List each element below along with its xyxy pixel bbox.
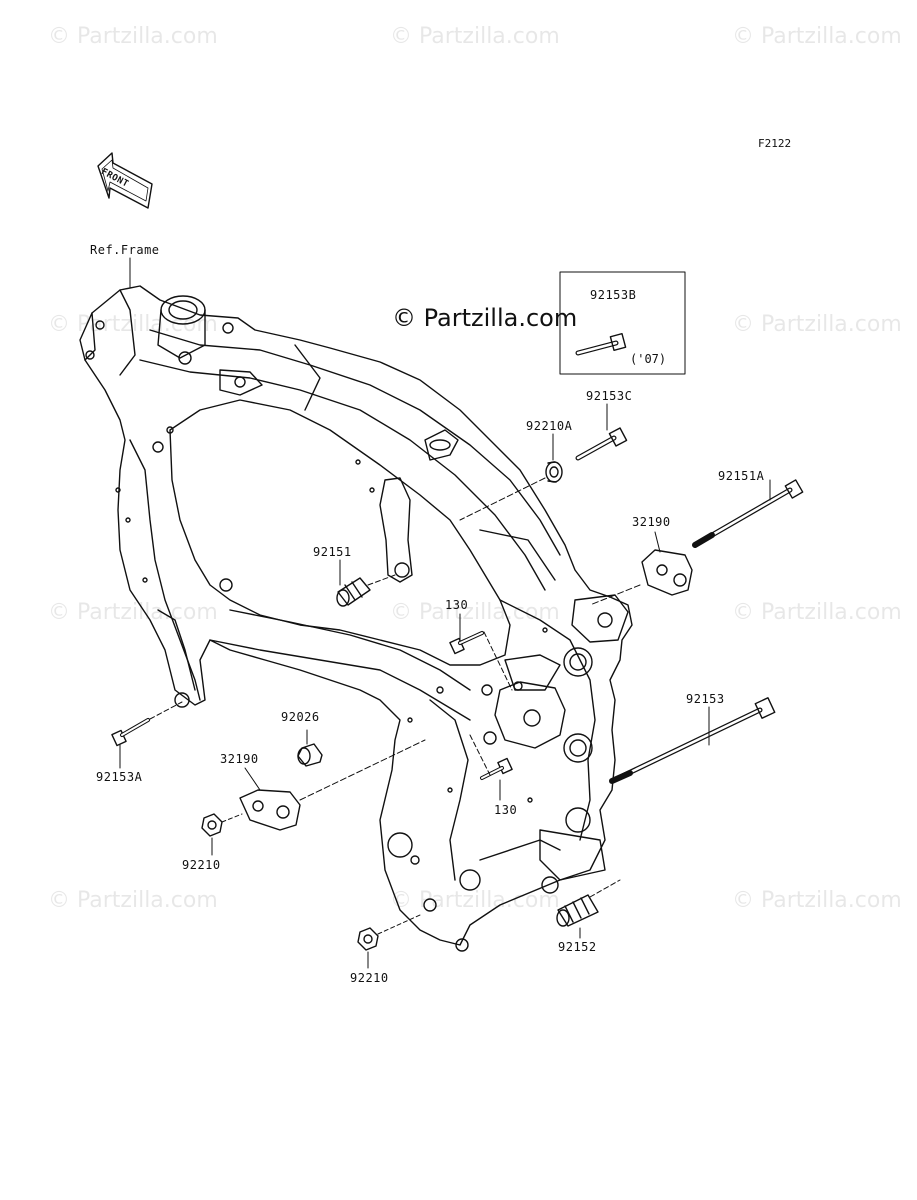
watermark: © Partzilla.com bbox=[48, 600, 218, 625]
part-label-92153C: 92153C bbox=[586, 389, 633, 403]
watermark: © Partzilla.com bbox=[390, 600, 560, 625]
watermark: © Partzilla.com bbox=[732, 24, 902, 49]
part-label-92153: 92153 bbox=[686, 692, 725, 706]
inset-year-note: ('07) bbox=[630, 352, 667, 366]
watermark: © Partzilla.com bbox=[48, 24, 218, 49]
part-label-92152: 92152 bbox=[558, 940, 597, 954]
adjuster-92151-icon bbox=[336, 577, 371, 607]
adjuster-92152-icon bbox=[556, 894, 599, 927]
part-label-92153B: 92153B bbox=[590, 288, 637, 302]
part-label-130-bottom: 130 bbox=[494, 803, 518, 817]
part-label-92210-bottom: 92210 bbox=[350, 971, 389, 985]
bracket-32190-left-icon bbox=[239, 789, 301, 831]
ref-frame-label: Ref.Frame bbox=[90, 243, 160, 257]
part-label-92026: 92026 bbox=[281, 710, 320, 724]
bolt-92153-icon bbox=[609, 697, 776, 784]
collar-92026-icon bbox=[297, 743, 323, 767]
bolt-92153C-icon bbox=[575, 427, 628, 461]
watermark-primary: © Partzilla.com bbox=[392, 304, 578, 332]
part-label-92153A: 92153A bbox=[96, 770, 143, 784]
bolt-130-top-icon bbox=[449, 631, 484, 655]
part-label-92151A: 92151A bbox=[718, 469, 765, 483]
part-label-32190-right: 32190 bbox=[632, 515, 671, 529]
watermark: © Partzilla.com bbox=[390, 24, 560, 49]
nut-92210A-icon bbox=[545, 461, 563, 483]
part-label-92151: 92151 bbox=[313, 545, 352, 559]
frame-inner-window bbox=[169, 399, 511, 666]
bolt-92151A-icon bbox=[692, 479, 804, 548]
nut-92210-left-icon bbox=[201, 813, 223, 837]
bracket-32190-right-icon bbox=[641, 549, 693, 596]
bolt-130-bottom-icon bbox=[480, 757, 513, 780]
frame-outline bbox=[79, 285, 633, 946]
watermark: © Partzilla.com bbox=[48, 888, 218, 913]
watermark: © Partzilla.com bbox=[732, 312, 902, 337]
diagram-code: F2122 bbox=[758, 137, 792, 150]
nut-92210-bottom-icon bbox=[357, 927, 379, 951]
front-arrow-icon bbox=[97, 152, 153, 209]
engine-mount-block bbox=[494, 681, 566, 749]
bolt-92153A-icon bbox=[111, 718, 150, 747]
bolt-92153B-icon bbox=[575, 332, 627, 356]
part-label-130-top: 130 bbox=[445, 598, 469, 612]
part-label-32190-left: 32190 bbox=[220, 752, 259, 766]
part-label-92210A: 92210A bbox=[526, 419, 573, 433]
watermark: © Partzilla.com bbox=[732, 888, 902, 913]
part-label-92210-left: 92210 bbox=[182, 858, 221, 872]
watermark: © Partzilla.com bbox=[732, 600, 902, 625]
